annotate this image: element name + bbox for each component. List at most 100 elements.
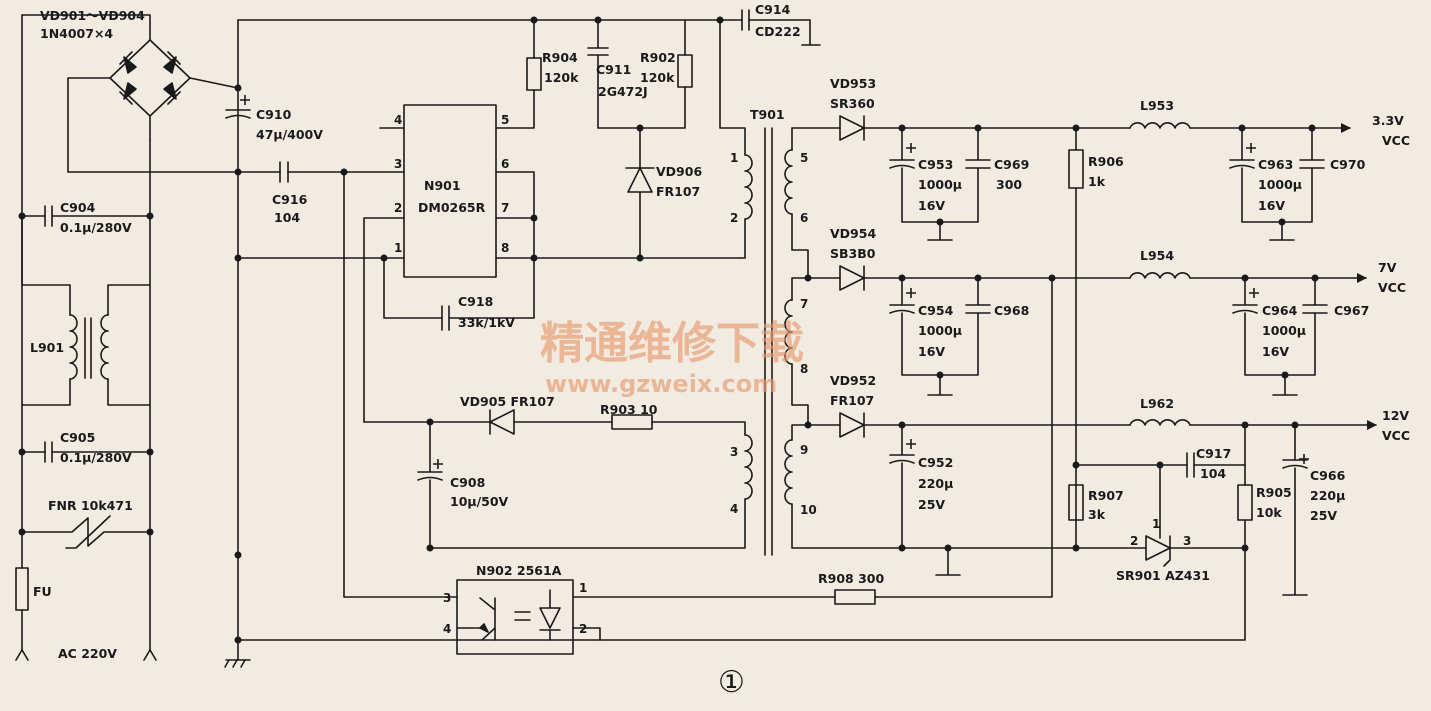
c952-label: C952 bbox=[918, 455, 953, 470]
r902-value: 120k bbox=[640, 70, 675, 85]
t901-pin2: 2 bbox=[730, 211, 738, 225]
vd906-part: FR107 bbox=[656, 184, 700, 199]
n902-pin4: 4 bbox=[443, 622, 451, 636]
c905-label: C905 bbox=[60, 430, 95, 445]
vd954-label: VD954 bbox=[830, 226, 876, 241]
c970-label: C970 bbox=[1330, 157, 1366, 172]
r908-label: R908 300 bbox=[818, 571, 884, 586]
c966-value2: 25V bbox=[1310, 508, 1337, 523]
vd906-label: VD906 bbox=[656, 164, 702, 179]
r906-label: R906 bbox=[1088, 154, 1124, 169]
n902-pin1: 1 bbox=[579, 581, 587, 595]
c916-value: 104 bbox=[274, 210, 300, 225]
bridge-rectifier bbox=[67, 39, 239, 173]
c953-value1: 1000μ bbox=[918, 177, 962, 192]
r904-value: 120k bbox=[544, 70, 579, 85]
c963-value1: 1000μ bbox=[1258, 177, 1302, 192]
vd952-label: VD952 bbox=[830, 373, 876, 388]
l954-label: L954 bbox=[1140, 248, 1174, 263]
c914-value: CD222 bbox=[755, 24, 801, 39]
out-3v3-label: 3.3V bbox=[1372, 113, 1404, 128]
fnr-label: FNR 10k471 bbox=[48, 498, 133, 513]
r904-label: R904 bbox=[542, 50, 578, 65]
c954-value1: 1000μ bbox=[918, 323, 962, 338]
c918-value: 33k/1kV bbox=[458, 315, 515, 330]
optocoupler-n902 bbox=[343, 171, 1053, 655]
n901-pin7: 7 bbox=[501, 201, 509, 215]
c966-value1: 220μ bbox=[1310, 488, 1345, 503]
c916-label: C916 bbox=[272, 192, 308, 207]
r903-label: R903 10 bbox=[600, 402, 658, 417]
n901-pin8: 8 bbox=[501, 241, 509, 255]
sr901-pin1: 1 bbox=[1152, 517, 1160, 531]
l962-label: L962 bbox=[1140, 396, 1174, 411]
l953-label: L953 bbox=[1140, 98, 1174, 113]
n901-pin1: 1 bbox=[394, 241, 402, 255]
input-filter-section bbox=[15, 14, 157, 661]
n902-pin2: 2 bbox=[579, 622, 587, 636]
sr901-label: SR901 AZ431 bbox=[1116, 568, 1210, 583]
c908-label: C908 bbox=[450, 475, 485, 490]
fuse-label: FU bbox=[33, 584, 52, 599]
vcc-7v-label: VCC bbox=[1378, 280, 1406, 295]
c914-label: C914 bbox=[755, 2, 791, 17]
figure-number: ① bbox=[718, 665, 745, 700]
c917-value: 104 bbox=[1200, 466, 1226, 481]
vd953-label: VD953 bbox=[830, 76, 876, 91]
c953-value2: 16V bbox=[918, 198, 945, 213]
junction-dots bbox=[18, 16, 1319, 644]
r905-label: R905 bbox=[1256, 485, 1292, 500]
c954-value2: 16V bbox=[918, 344, 945, 359]
n902-pin3: 3 bbox=[443, 591, 451, 605]
c952-value2: 25V bbox=[918, 497, 945, 512]
output-3v3 bbox=[791, 115, 1351, 549]
c954-label: C954 bbox=[918, 303, 954, 318]
t901-label: T901 bbox=[750, 107, 785, 122]
out-7v-label: 7V bbox=[1378, 260, 1397, 275]
t901-pin1: 1 bbox=[730, 151, 738, 165]
t901-pin4: 4 bbox=[730, 502, 738, 516]
watermark-title: 精通维修下载 bbox=[540, 318, 804, 369]
sr901-pin3: 3 bbox=[1183, 534, 1191, 548]
n901-pin3: 3 bbox=[394, 157, 402, 171]
n901-part-label: DM0265R bbox=[418, 200, 486, 215]
c963-value2: 16V bbox=[1258, 198, 1285, 213]
c966-label: C966 bbox=[1310, 468, 1346, 483]
t901-pin3: 3 bbox=[730, 445, 738, 459]
t901-pin10: 10 bbox=[800, 503, 817, 517]
n901-pin4: 4 bbox=[394, 113, 402, 127]
vcc-12v-label: VCC bbox=[1382, 428, 1410, 443]
watermark-url: www.gzweix.com bbox=[545, 370, 777, 398]
ac-input-label: AC 220V bbox=[58, 646, 117, 661]
c905-value: 0.1μ/280V bbox=[60, 450, 132, 465]
r907-value: 3k bbox=[1088, 507, 1106, 522]
c953-label: C953 bbox=[918, 157, 953, 172]
snubber-network bbox=[526, 9, 821, 259]
c969-label: C969 bbox=[994, 157, 1029, 172]
n901-pin5: 5 bbox=[501, 113, 509, 127]
t901-pin9: 9 bbox=[800, 443, 808, 457]
c910-label: C910 bbox=[256, 107, 292, 122]
c918-label: C918 bbox=[458, 294, 493, 309]
polarity-marks bbox=[240, 95, 1309, 469]
n902-label: N902 2561A bbox=[476, 563, 562, 578]
vcc-3v3-label: VCC bbox=[1382, 133, 1410, 148]
c904-value: 0.1μ/280V bbox=[60, 220, 132, 235]
t901-pin6: 6 bbox=[800, 211, 808, 225]
c963-label: C963 bbox=[1258, 157, 1293, 172]
vd952-part: FR107 bbox=[830, 393, 874, 408]
c964-value1: 1000μ bbox=[1262, 323, 1306, 338]
r905-value: 10k bbox=[1256, 505, 1282, 520]
c911-label: C911 bbox=[596, 62, 631, 77]
out-12v-label: 12V bbox=[1382, 408, 1409, 423]
aux-supply bbox=[363, 409, 653, 549]
pin-numbers: 4 3 2 1 5 6 7 8 1 2 3 4 5 6 7 8 9 10 1 2… bbox=[394, 113, 1191, 636]
l901-label: L901 bbox=[30, 340, 64, 355]
vd953-part: SR360 bbox=[830, 96, 875, 111]
t901-pin5: 5 bbox=[800, 151, 808, 165]
c910-value: 47μ/400V bbox=[256, 127, 323, 142]
r902-label: R902 bbox=[640, 50, 676, 65]
c911-value: 2G472J bbox=[598, 84, 648, 99]
